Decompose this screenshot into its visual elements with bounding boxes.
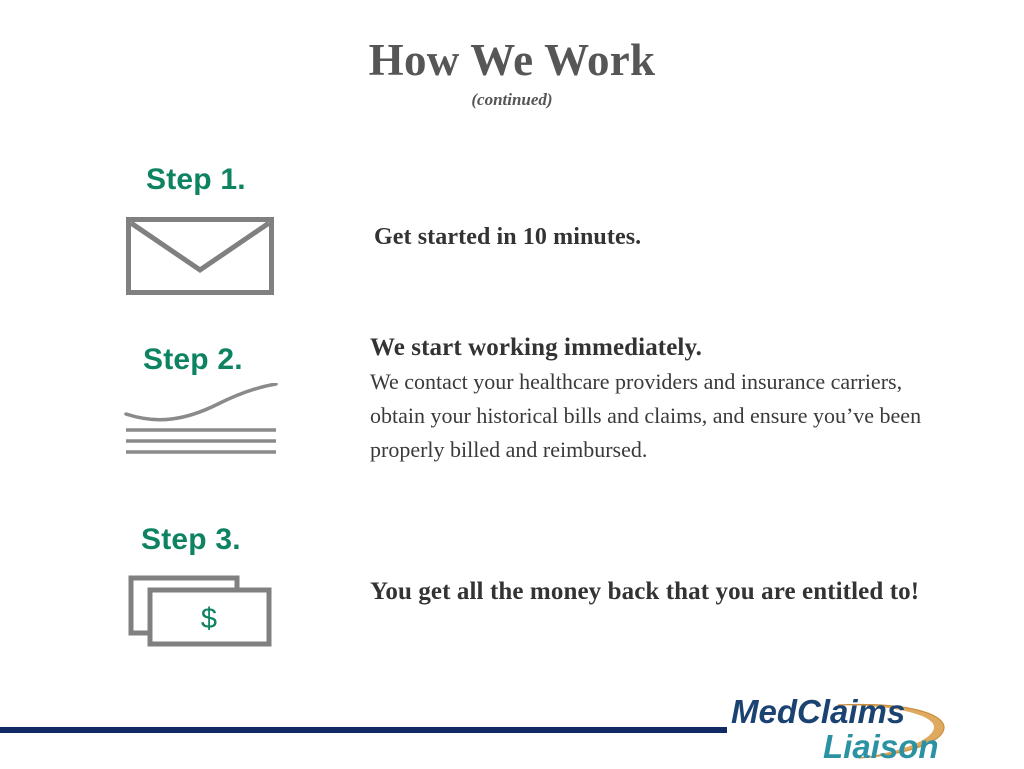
step-3-text: You get all the money back that you are … [370, 571, 950, 612]
step-2-heading: We start working immediately. [370, 334, 703, 361]
step-3-heading: You get all the money back that you are … [370, 578, 920, 605]
growth-chart-icon [122, 382, 280, 460]
envelope-icon [126, 217, 274, 300]
step-2-body: We contact your healthcare providers and… [370, 369, 922, 462]
gold-swoosh-icon [838, 704, 945, 758]
logo-line1-text: MedClaims [731, 693, 905, 730]
step-label-3: Step 3. [141, 523, 241, 556]
step-1-heading: Get started in 10 minutes. [374, 224, 642, 250]
logo-line2-text: Liaison [823, 728, 939, 764]
footer-divider-rule [0, 727, 727, 733]
step-2-text: We start working immediately. We contact… [370, 332, 930, 467]
page-title: How We Work [368, 35, 656, 85]
step-label-1: Step 1. [146, 163, 246, 196]
page-subtitle: (continued) [471, 90, 553, 109]
step-label-2: Step 2. [143, 343, 243, 376]
money-bills-icon: $ [128, 575, 273, 652]
title-block: How We Work (continued) [0, 34, 1024, 110]
medclaims-liaison-logo: MedClaims Liaison [713, 688, 1024, 765]
step-1-text: Get started in 10 minutes. [374, 222, 934, 253]
dollar-sign-glyph: $ [201, 603, 217, 635]
